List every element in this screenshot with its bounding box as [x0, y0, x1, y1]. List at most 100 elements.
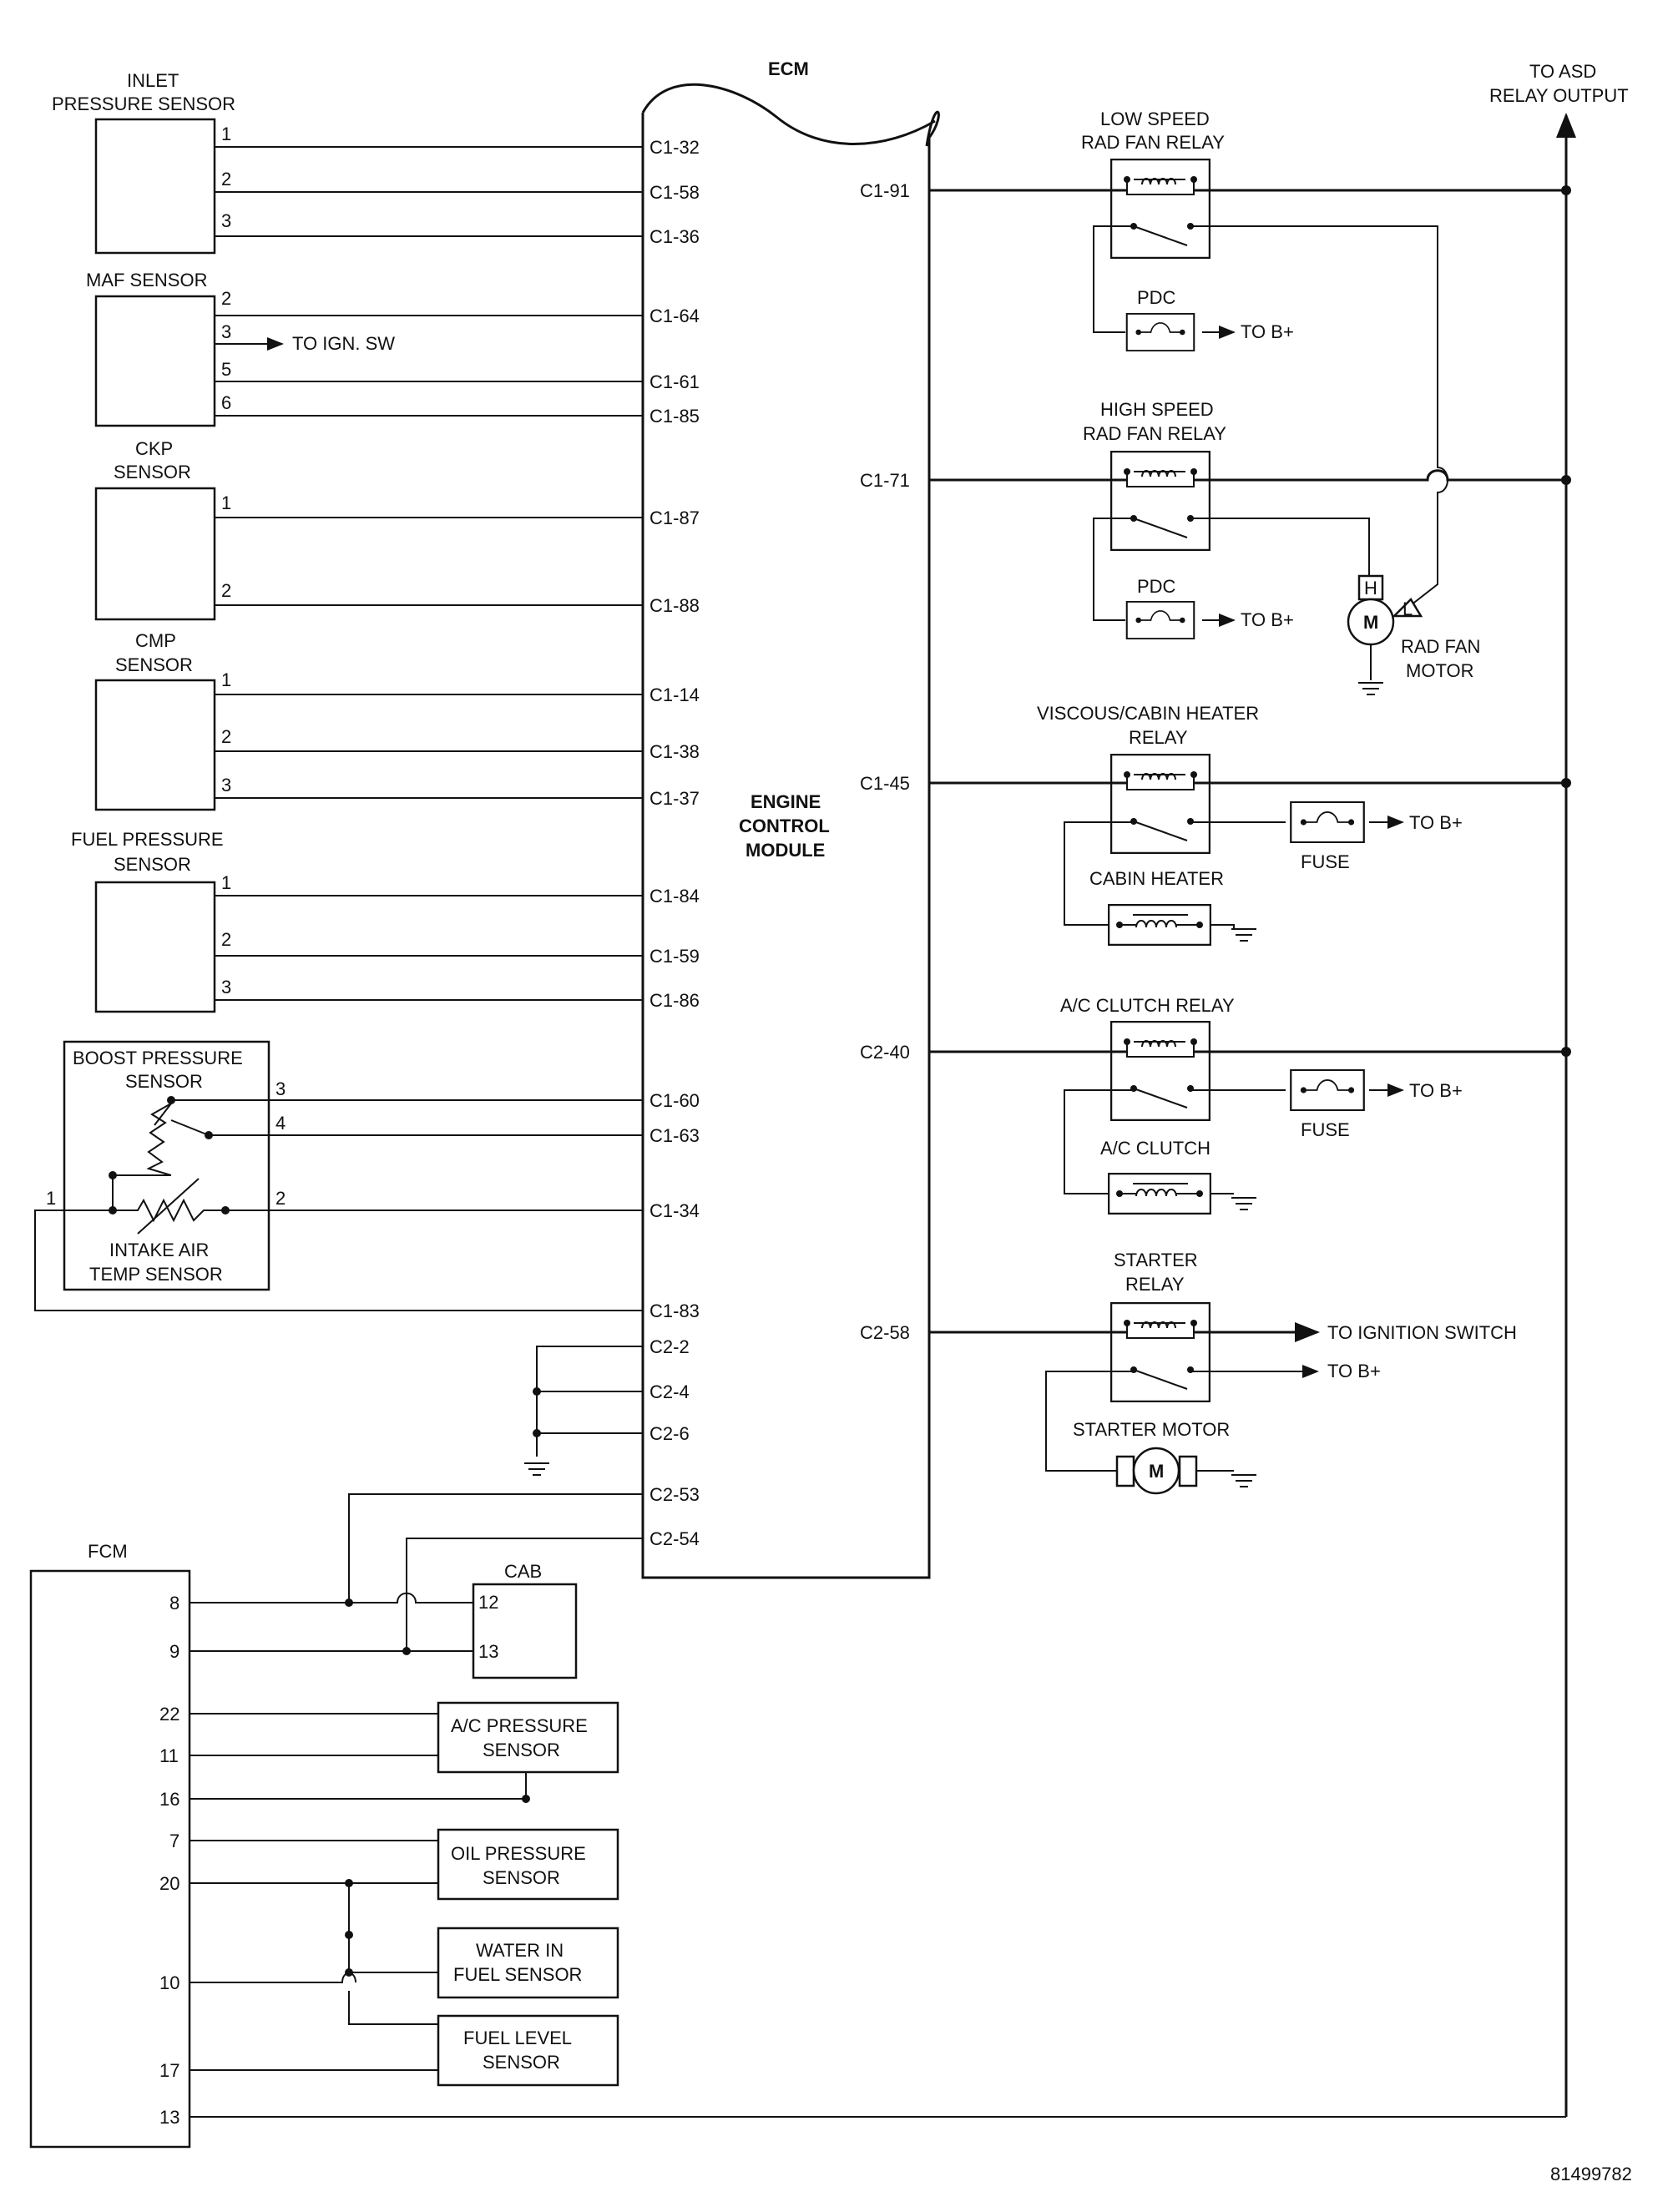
- fcm-sensor-wires: [190, 1713, 1566, 2118]
- ecm-pin-c1-85: C1-85: [649, 406, 700, 427]
- oil-pressure-title1: OIL PRESSURE: [451, 1843, 586, 1864]
- ecm-pin-c1-32: C1-32: [649, 137, 700, 158]
- ac-clutch-relay-title: A/C CLUTCH RELAY: [1060, 995, 1235, 1016]
- high-pdc-fuse-icon: [1125, 601, 1195, 639]
- starter-to-b: TO B+: [1327, 1361, 1381, 1381]
- rad-fan-h: H: [1364, 578, 1377, 598]
- cmp-pin-1: 1: [221, 669, 231, 690]
- ecm-module-outline: [641, 83, 940, 1579]
- ecm-pin-c1-83: C1-83: [649, 1300, 700, 1321]
- water-in-fuel-sensor: [437, 1927, 619, 1999]
- ecm-pin-c1-64: C1-64: [649, 306, 700, 326]
- low-pdc-fuse-icon: [1125, 313, 1195, 351]
- rad-fan-l: L: [1403, 598, 1413, 619]
- ecm-pin-c1-45: C1-45: [860, 773, 910, 794]
- low-pdc-label: PDC: [1137, 287, 1176, 308]
- rad-fan-title1: RAD FAN: [1401, 636, 1480, 657]
- water-fuel-title1: WATER IN: [476, 1940, 564, 1961]
- viscous-title2: RELAY: [1129, 727, 1188, 748]
- cmp-pin-3: 3: [221, 775, 231, 795]
- fuel-pin-2: 2: [221, 929, 231, 950]
- high-speed-feed: [929, 469, 1566, 482]
- rad-fan-m: M: [1363, 612, 1378, 633]
- fuel-level-title1: FUEL LEVEL: [463, 2028, 572, 2048]
- ckp-wires: [215, 517, 643, 606]
- boost-pressure-sensor: [63, 1040, 270, 1291]
- inlet-pin-3: 3: [221, 210, 231, 231]
- low-speed-title1: LOW SPEED: [1100, 109, 1210, 129]
- oil-pressure-title2: SENSOR: [483, 1867, 560, 1888]
- fuel-pin-3: 3: [221, 977, 231, 997]
- ac-pressure-sensor: [437, 1701, 619, 1774]
- cabin-heater-label: CABIN HEATER: [1089, 868, 1224, 889]
- ecm-left-pin-labels: C1-32C1-58C1-36C1-64C1-61C1-85C1-87C1-88…: [649, 137, 700, 1549]
- maf-wires: [215, 315, 643, 417]
- ecm-pin-c1-34: C1-34: [649, 1200, 700, 1221]
- fuel-pressure-title1: FUEL PRESSURE: [71, 829, 224, 850]
- fuel-pressure-sensor: [94, 881, 216, 1013]
- maf-sensor-title: MAF SENSOR: [86, 270, 207, 290]
- low-to-b: TO B+: [1241, 321, 1294, 342]
- maf-to-ign: TO IGN. SW: [292, 333, 395, 354]
- ac-clutch-relay-icon: [1110, 1021, 1210, 1121]
- ac-to-b: TO B+: [1409, 1080, 1463, 1101]
- cab-title: CAB: [504, 1561, 542, 1582]
- high-speed-circuit: [1093, 518, 1370, 621]
- ecm-pin-c1-59: C1-59: [649, 946, 700, 967]
- boost-title1: BOOST PRESSURE: [73, 1048, 243, 1068]
- ecm-name-line2: CONTROL: [739, 816, 830, 836]
- fcm-pin-13: 13: [159, 2107, 179, 2128]
- starter-motor-end-right: [1178, 1455, 1198, 1487]
- ckp-title2: SENSOR: [114, 462, 191, 482]
- boost-pin-2: 2: [275, 1188, 286, 1209]
- water-fuel-title2: FUEL SENSOR: [453, 1964, 582, 1985]
- fcm-pin-10: 10: [159, 1972, 179, 1993]
- rad-fan-h-terminal: [1357, 574, 1384, 601]
- viscous-title1: VISCOUS/CABIN HEATER: [1037, 703, 1259, 724]
- starter-relay-icon: [1110, 1302, 1210, 1402]
- inlet-sensor-title1: INLET: [127, 70, 179, 91]
- ecm-pin-c2-58: C2-58: [860, 1322, 910, 1343]
- inlet-pin-1: 1: [221, 124, 231, 144]
- starter-motor: [1132, 1447, 1180, 1495]
- ckp-sensor: [94, 487, 216, 621]
- ckp-pin-1: 1: [221, 492, 231, 513]
- fuel-pin-1: 1: [221, 872, 231, 893]
- ecm-pin-c1-87: C1-87: [649, 508, 700, 528]
- ac-clutch-label: A/C CLUTCH: [1100, 1138, 1210, 1159]
- ecm-pin-c1-71: C1-71: [860, 470, 910, 491]
- maf-pin-2: 2: [221, 288, 231, 309]
- ecm-pin-c1-63: C1-63: [649, 1125, 700, 1146]
- cab-module: [472, 1583, 578, 1679]
- high-speed-title1: HIGH SPEED: [1100, 399, 1214, 420]
- iat-pin-1: 1: [46, 1188, 56, 1209]
- fcm-pin-7: 7: [169, 1831, 179, 1851]
- starter-circuit: [1045, 1371, 1234, 1472]
- ac-clutch-coil-icon: [1108, 1173, 1211, 1215]
- ckp-title1: CKP: [135, 438, 173, 459]
- low-speed-title2: RAD FAN RELAY: [1081, 132, 1225, 153]
- starter-motor-label: STARTER MOTOR: [1073, 1419, 1230, 1440]
- inlet-sensor-title2: PRESSURE SENSOR: [52, 93, 235, 114]
- boost-pin-4: 4: [275, 1113, 286, 1134]
- starter-title2: RELAY: [1125, 1274, 1185, 1295]
- boost-title2: SENSOR: [125, 1071, 203, 1092]
- fcm-pin-22: 22: [159, 1704, 179, 1725]
- maf-pin-5: 5: [221, 359, 231, 380]
- boost-pin-3: 3: [275, 1078, 286, 1099]
- iat-title2: TEMP SENSOR: [89, 1264, 223, 1285]
- maf-pin-3: 3: [221, 321, 231, 342]
- ecm-pin-c2-2: C2-2: [649, 1336, 690, 1357]
- cab-pin-12: 12: [478, 1592, 498, 1613]
- ecm-pin-c1-86: C1-86: [649, 990, 700, 1011]
- ecm-pin-c1-91: C1-91: [860, 180, 910, 201]
- starter-to-ign: TO IGNITION SWITCH: [1327, 1322, 1517, 1343]
- ac-pressure-title2: SENSOR: [483, 1740, 560, 1760]
- ecm-pin-c1-88: C1-88: [649, 595, 700, 616]
- starter-motor-end-left: [1115, 1455, 1135, 1487]
- fuel-level-title2: SENSOR: [483, 2052, 560, 2073]
- ecm-ground-icon: [524, 1462, 549, 1476]
- inlet-wires: [215, 146, 643, 237]
- ecm-pin-c2-40: C2-40: [860, 1042, 910, 1063]
